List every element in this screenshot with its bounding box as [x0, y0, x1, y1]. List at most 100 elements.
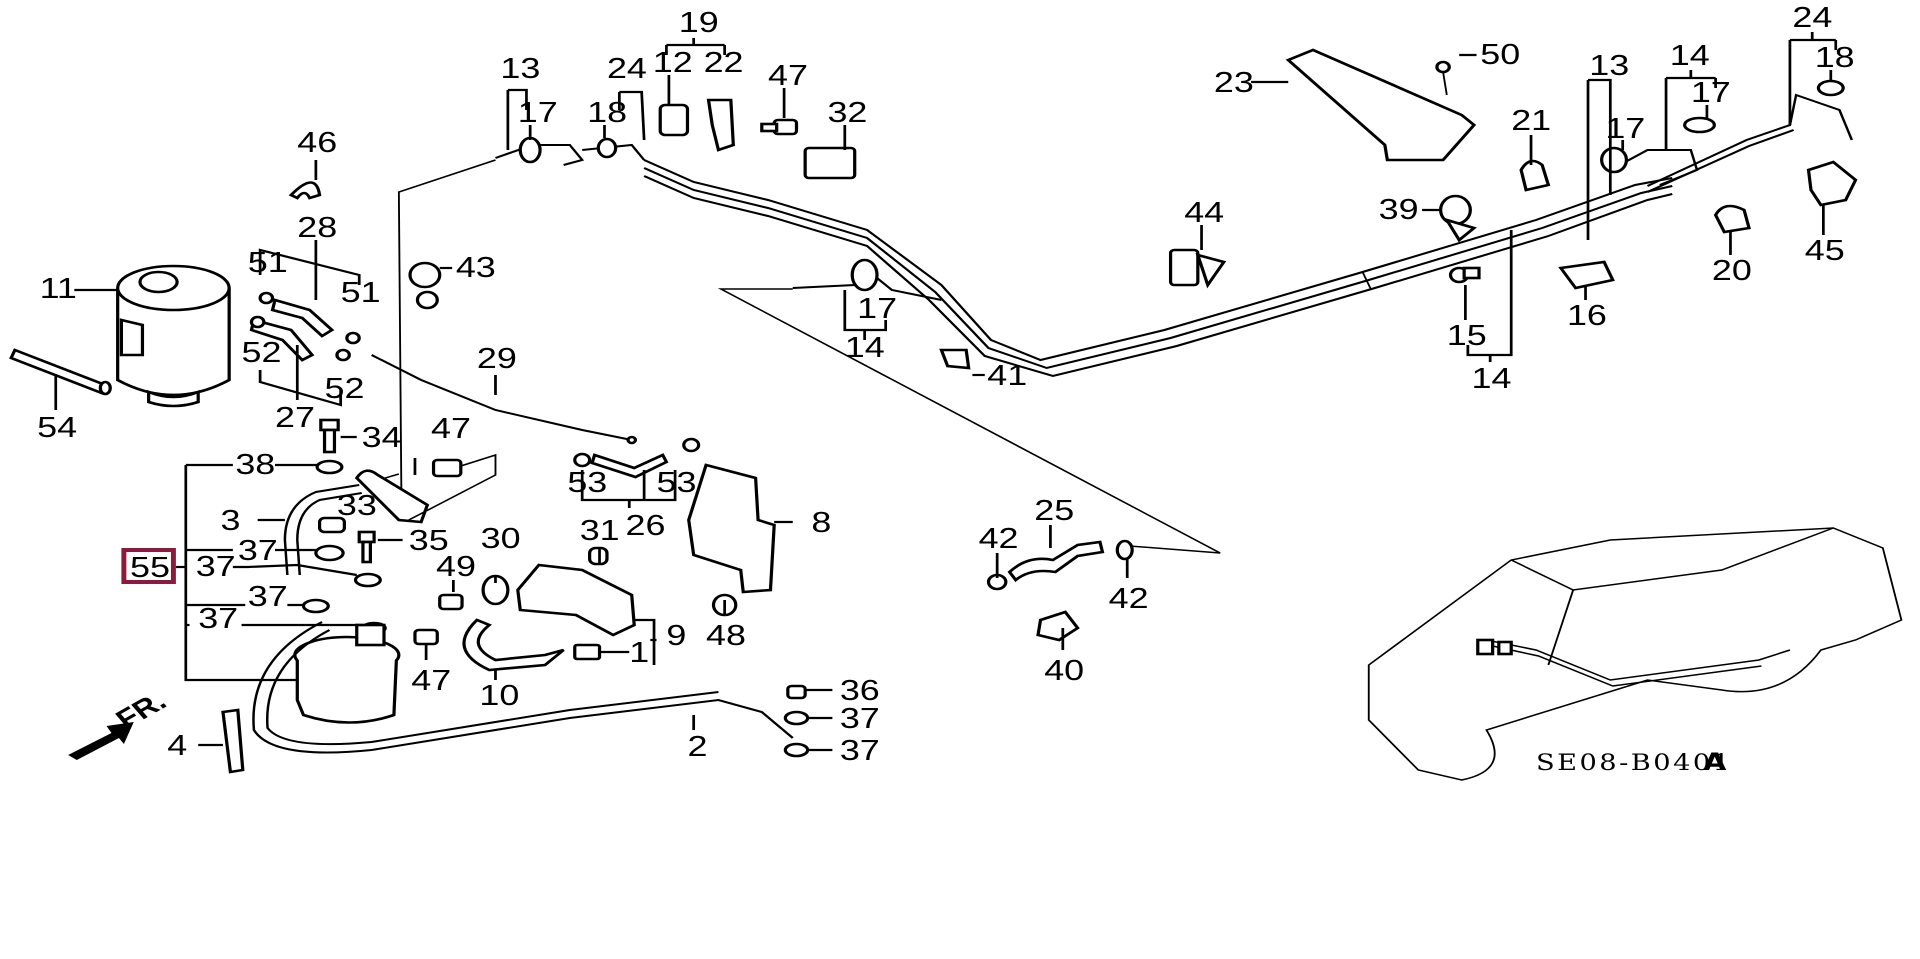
- fuel-pump-11[interactable]: [116, 264, 231, 408]
- grommet-18a[interactable]: [596, 137, 618, 159]
- hose-26[interactable]: [590, 453, 669, 479]
- grommet-17a[interactable]: [518, 136, 542, 164]
- label-52a[interactable]: 52: [242, 335, 282, 368]
- grommet-18b[interactable]: [1816, 79, 1845, 97]
- label-42b[interactable]: 42: [1109, 581, 1149, 614]
- label-25[interactable]: 25: [1034, 493, 1074, 526]
- grommet-17d[interactable]: [1683, 116, 1716, 134]
- clip-20[interactable]: [1713, 204, 1751, 234]
- clip-51b[interactable]: [345, 331, 361, 345]
- label-10[interactable]: 10: [479, 678, 519, 711]
- hose-28[interactable]: [270, 298, 335, 338]
- label-53b[interactable]: 53: [657, 465, 697, 498]
- label-4[interactable]: 4: [167, 728, 187, 761]
- label-51a[interactable]: 51: [248, 245, 288, 278]
- grommet-17c[interactable]: [1600, 146, 1629, 174]
- label-37e[interactable]: 37: [840, 701, 880, 734]
- band-10[interactable]: [462, 618, 565, 672]
- label-43[interactable]: 43: [456, 250, 496, 283]
- label-13a[interactable]: 13: [500, 51, 540, 84]
- clip-12[interactable]: [658, 103, 690, 137]
- label-31[interactable]: 31: [580, 513, 620, 546]
- label-48[interactable]: 48: [706, 618, 746, 651]
- grommet-17b[interactable]: [850, 258, 879, 292]
- label-24b[interactable]: 24: [1792, 0, 1832, 33]
- label-28[interactable]: 28: [297, 210, 337, 243]
- label-37b[interactable]: 37: [196, 549, 236, 582]
- clip-41[interactable]: [939, 348, 971, 370]
- label-45[interactable]: 45: [1805, 233, 1845, 266]
- label-49[interactable]: 49: [436, 549, 476, 582]
- label-14c[interactable]: 14: [1472, 361, 1512, 394]
- washer-37b[interactable]: [353, 572, 382, 588]
- label-44[interactable]: 44: [1184, 195, 1224, 228]
- label-22[interactable]: 22: [704, 45, 744, 78]
- label-3[interactable]: 3: [220, 503, 240, 536]
- label-46[interactable]: 46: [297, 125, 337, 158]
- label-37a[interactable]: 37: [238, 533, 278, 566]
- clip-16[interactable]: [1558, 260, 1615, 290]
- washer-38[interactable]: [315, 459, 344, 475]
- clip-42b[interactable]: [1115, 539, 1134, 561]
- label-9[interactable]: 9: [666, 618, 686, 651]
- hose-2[interactable]: [252, 621, 794, 754]
- label-24a[interactable]: 24: [607, 51, 647, 84]
- label-30[interactable]: 30: [481, 521, 521, 554]
- label-17d[interactable]: 17: [1691, 75, 1731, 108]
- label-18a[interactable]: 18: [587, 95, 627, 128]
- label-36[interactable]: 36: [840, 673, 880, 706]
- label-11[interactable]: 11: [40, 271, 77, 304]
- label-26[interactable]: 26: [626, 508, 666, 541]
- bolt-33[interactable]: [317, 516, 346, 534]
- clip-40[interactable]: [1036, 610, 1080, 642]
- bolt-34[interactable]: [319, 418, 340, 454]
- label-17b[interactable]: 17: [857, 291, 897, 324]
- label-8[interactable]: 8: [811, 505, 831, 538]
- clip-44[interactable]: [1168, 248, 1227, 289]
- label-29[interactable]: 29: [477, 341, 517, 374]
- label-23[interactable]: 23: [1214, 65, 1254, 98]
- bracket-9[interactable]: [516, 563, 636, 637]
- label-17c[interactable]: 17: [1605, 111, 1645, 144]
- washer-37f[interactable]: [783, 742, 810, 758]
- clip-32[interactable]: [803, 146, 857, 180]
- clip-4[interactable]: [221, 708, 245, 774]
- bracket-8[interactable]: [687, 463, 776, 594]
- label-17a[interactable]: 17: [518, 95, 558, 128]
- label-47b[interactable]: 47: [431, 411, 471, 444]
- label-33[interactable]: 33: [337, 488, 377, 521]
- bolt-35[interactable]: [357, 530, 376, 564]
- label-47a[interactable]: 47: [768, 58, 808, 91]
- label-18b[interactable]: 18: [1815, 40, 1855, 73]
- label-20[interactable]: 20: [1712, 253, 1752, 286]
- label-14b[interactable]: 14: [1670, 38, 1710, 71]
- washer-37a[interactable]: [314, 544, 345, 562]
- label-38[interactable]: 38: [235, 447, 275, 480]
- label-41[interactable]: 41: [987, 358, 1027, 391]
- label-19[interactable]: 19: [679, 5, 719, 38]
- fuel-filter[interactable]: [293, 623, 401, 724]
- label-13b[interactable]: 13: [1589, 48, 1629, 81]
- bolt-47a[interactable]: [760, 118, 799, 136]
- clamp-43[interactable]: [408, 261, 442, 310]
- bracket-23[interactable]: [1285, 48, 1477, 162]
- label-34[interactable]: 34: [362, 420, 402, 453]
- label-54[interactable]: 54: [37, 410, 77, 443]
- label-27[interactable]: 27: [275, 400, 315, 433]
- hose-25[interactable]: [1007, 540, 1105, 583]
- label-14a[interactable]: 14: [845, 330, 885, 363]
- label-52b[interactable]: 52: [325, 371, 365, 404]
- label-39[interactable]: 39: [1379, 192, 1419, 225]
- label-37d[interactable]: 37: [198, 601, 238, 634]
- clip-52a[interactable]: [249, 315, 266, 329]
- clip-21[interactable]: [1519, 159, 1551, 192]
- clip-51a[interactable]: [258, 291, 275, 305]
- label-37c[interactable]: 37: [248, 579, 288, 612]
- clip-53b[interactable]: [682, 437, 701, 453]
- clip-45[interactable]: [1806, 160, 1858, 207]
- clamp-39[interactable]: [1438, 194, 1477, 243]
- label-21[interactable]: 21: [1511, 103, 1551, 136]
- label-51b[interactable]: 51: [341, 275, 381, 308]
- bolt-47c[interactable]: [413, 628, 439, 646]
- bolt-49[interactable]: [438, 593, 464, 611]
